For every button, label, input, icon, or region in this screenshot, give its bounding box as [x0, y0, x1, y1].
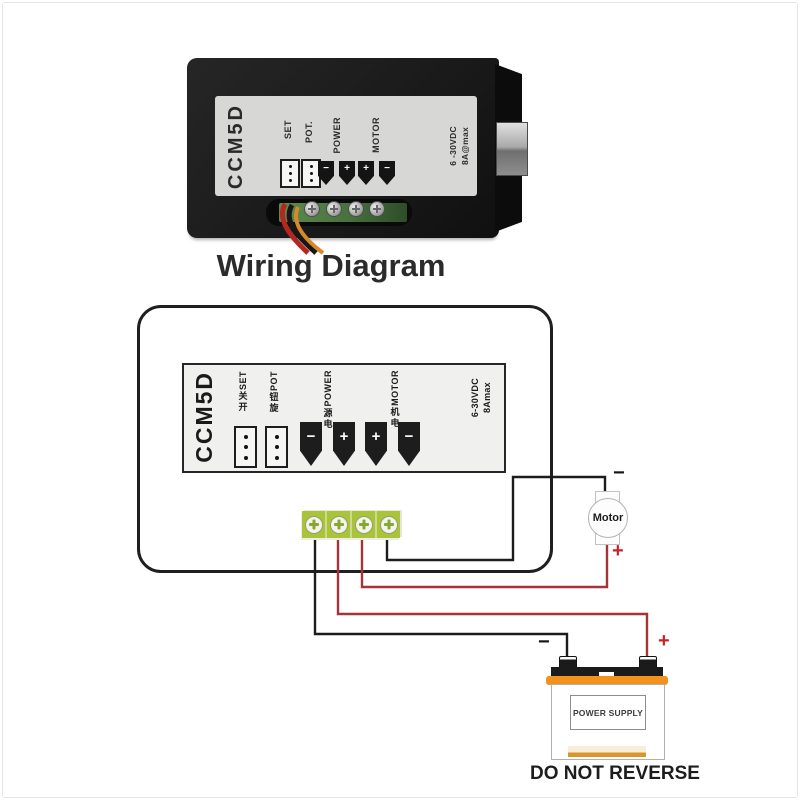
- sign: −: [384, 163, 390, 174]
- set-connector-icon: [234, 426, 257, 468]
- page-title: Wiring Diagram: [216, 248, 446, 283]
- photo-screw-1: [305, 202, 319, 216]
- motor-label: Motor: [592, 512, 624, 524]
- controller-model-text: CCM5D: [190, 371, 217, 463]
- vlabel-cjk-char: 源: [323, 407, 333, 418]
- spec-voltage-text: 6-30VDC: [470, 378, 480, 418]
- power-text: POWER: [332, 116, 342, 154]
- controller-spec-label: 6-30VDC 8Amax: [465, 370, 497, 426]
- terminal-cell-3: [350, 511, 375, 538]
- vlabel-cjk-char: 机: [390, 406, 400, 417]
- vlabel-latin: POT: [269, 371, 279, 392]
- spec-current-text: 8A@max: [460, 127, 470, 165]
- terminal-arrow-motor-neg: −: [398, 422, 420, 466]
- sign: −: [323, 163, 329, 174]
- battery-negative-sign: −: [538, 631, 550, 653]
- controller-model-label: CCM5D: [186, 369, 222, 465]
- motor-negative-sign: −: [613, 462, 625, 484]
- power-neg-terminal-icon: −: [318, 161, 334, 185]
- terminal-arrow-power-neg: −: [300, 422, 322, 466]
- faceplate-spec-label: 6 -30VDC 8A@max: [443, 102, 475, 190]
- vlabel-cjk-char: 开: [238, 402, 248, 413]
- spec-current-text: 8Amax: [482, 382, 492, 414]
- photo-screw-3: [349, 202, 363, 216]
- vlabel-latin: SET: [238, 371, 248, 391]
- vlabel-cjk-char: 钮: [269, 392, 279, 403]
- motor-positive-sign: +: [612, 540, 624, 562]
- photo-wire-orange: [294, 206, 325, 255]
- photo-wire-red: [279, 202, 310, 255]
- terminal-arrow-power-pos: +: [333, 422, 355, 466]
- pot-connector-icon: [265, 426, 288, 468]
- power-supply-body: POWER SUPPLY: [551, 684, 665, 760]
- motor-neg-terminal-icon: −: [379, 161, 395, 185]
- battery-bottom-strip: [568, 746, 646, 757]
- faceplate-pot-label: POT.: [299, 104, 319, 160]
- faceplate-power-label: POWER: [327, 102, 347, 168]
- photo-wire-black: [286, 203, 318, 255]
- set-text: SET: [283, 120, 293, 140]
- device-pot-shaft: [496, 122, 528, 176]
- power-pos-terminal-icon: +: [339, 161, 355, 185]
- battery-orange-band: [546, 676, 668, 685]
- sign: −: [306, 427, 316, 445]
- photo-screw-2: [327, 202, 341, 216]
- device-faceplate: CCM5D SET POT. POWER MOTOR − + + − 6 -30…: [215, 96, 477, 196]
- vlabel-cjk-char: 电: [323, 418, 333, 429]
- pot-text: POT.: [304, 120, 314, 143]
- photo-wires: [279, 202, 325, 255]
- screw-icon: [330, 516, 347, 533]
- sign: +: [344, 163, 350, 174]
- motor-pos-terminal-icon: +: [358, 161, 374, 185]
- terminal-block: [302, 511, 400, 538]
- photo-screw-4: [370, 202, 384, 216]
- spec-voltage-text: 6 -30VDC: [448, 126, 458, 166]
- power-supply-label-box: POWER SUPPLY: [570, 695, 646, 730]
- sign: +: [371, 427, 381, 445]
- screw-icon: [305, 516, 322, 533]
- vlabel-cjk-char: 关: [238, 391, 248, 402]
- sign: +: [339, 427, 349, 445]
- vlabel-latin: POWER: [323, 370, 333, 407]
- terminal-cell-1: [302, 511, 325, 538]
- vlabel-cjk-char: 旋: [269, 403, 279, 414]
- sign: +: [363, 163, 369, 174]
- vlabel-cjk-char: 电: [390, 417, 400, 428]
- terminal-cell-4: [375, 511, 400, 538]
- set-connector-icon: [280, 159, 300, 188]
- terminal-arrow-motor-pos: +: [365, 422, 387, 466]
- motor: Motor: [588, 498, 628, 538]
- vlabel-latin: MOTOR: [390, 370, 400, 406]
- battery-top-bar: [551, 667, 663, 677]
- screw-icon: [355, 516, 372, 533]
- device-model-text: CCM5D: [224, 102, 247, 190]
- motor-text: MOTOR: [371, 117, 381, 153]
- do-not-reverse-warning: DO NOT REVERSE: [530, 763, 700, 784]
- pot-connector-icon: [301, 159, 321, 188]
- sign: −: [404, 427, 414, 445]
- power-supply-label: POWER SUPPLY: [572, 707, 644, 718]
- faceplate-motor-label: MOTOR: [366, 102, 386, 168]
- device-model-label: CCM5D: [219, 101, 253, 191]
- battery-positive-sign: +: [658, 630, 670, 652]
- terminal-cell-2: [325, 511, 350, 538]
- screw-icon: [380, 516, 397, 533]
- faceplate-set-label: SET: [278, 104, 298, 156]
